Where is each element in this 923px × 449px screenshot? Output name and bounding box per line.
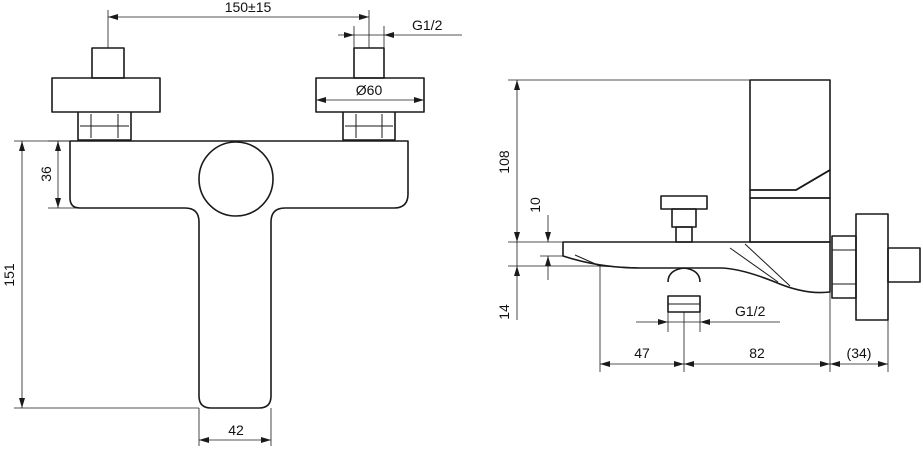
front-view: 150±15 G1/2 Ø60 36 — [1, 0, 462, 446]
dim-spout-thickness-label: 10 — [527, 197, 543, 213]
handle-block — [749, 79, 831, 191]
dim-total-height: 151 — [1, 140, 199, 409]
dim-spout-back-label: 47 — [634, 345, 650, 361]
dim-top-height: 36 — [38, 140, 80, 209]
dim-spout-drop-label: 14 — [496, 304, 512, 320]
dim-side-thread-label: G1/2 — [735, 303, 766, 319]
dim-spout-projection: 47 82 (34) — [599, 266, 889, 372]
mixer-body-side — [749, 197, 831, 243]
dim-inlet-spacing: 150±15 — [107, 0, 370, 48]
dim-spout-front-label: 82 — [749, 345, 765, 361]
dim-inlet-spacing-label: 150±15 — [225, 0, 272, 15]
dim-side-thread: G1/2 — [636, 303, 780, 332]
dim-flange-diameter: Ø60 — [316, 82, 424, 103]
dim-top-height-label: 36 — [38, 166, 54, 182]
handle-knob — [198, 141, 274, 217]
dim-flange-diameter-label: Ø60 — [356, 82, 383, 98]
dim-side-height-label: 108 — [496, 150, 512, 174]
dim-total-height-label: 151 — [1, 263, 17, 287]
dim-front-thread-label: G1/2 — [412, 17, 443, 33]
diverter-knob — [660, 195, 708, 243]
dim-spout-thickness: 10 — [527, 197, 563, 280]
mixer-body-outline — [69, 140, 409, 409]
side-view: 108 10 14 G1/2 — [496, 79, 921, 372]
spout-outline — [562, 241, 831, 294]
dim-side-height: 108 — [496, 79, 750, 243]
left-inlet — [51, 47, 161, 141]
dim-stem-width: 42 — [198, 408, 272, 446]
dim-spout-drop: 14 — [496, 242, 600, 320]
dim-front-thread: G1/2 — [338, 17, 462, 48]
dim-stem-width-label: 42 — [228, 422, 244, 438]
dim-wall-label: (34) — [847, 345, 872, 361]
spout-outlet — [667, 267, 701, 313]
right-inlet — [315, 47, 425, 141]
wall-connection — [831, 213, 921, 321]
handle-collar — [749, 169, 831, 199]
